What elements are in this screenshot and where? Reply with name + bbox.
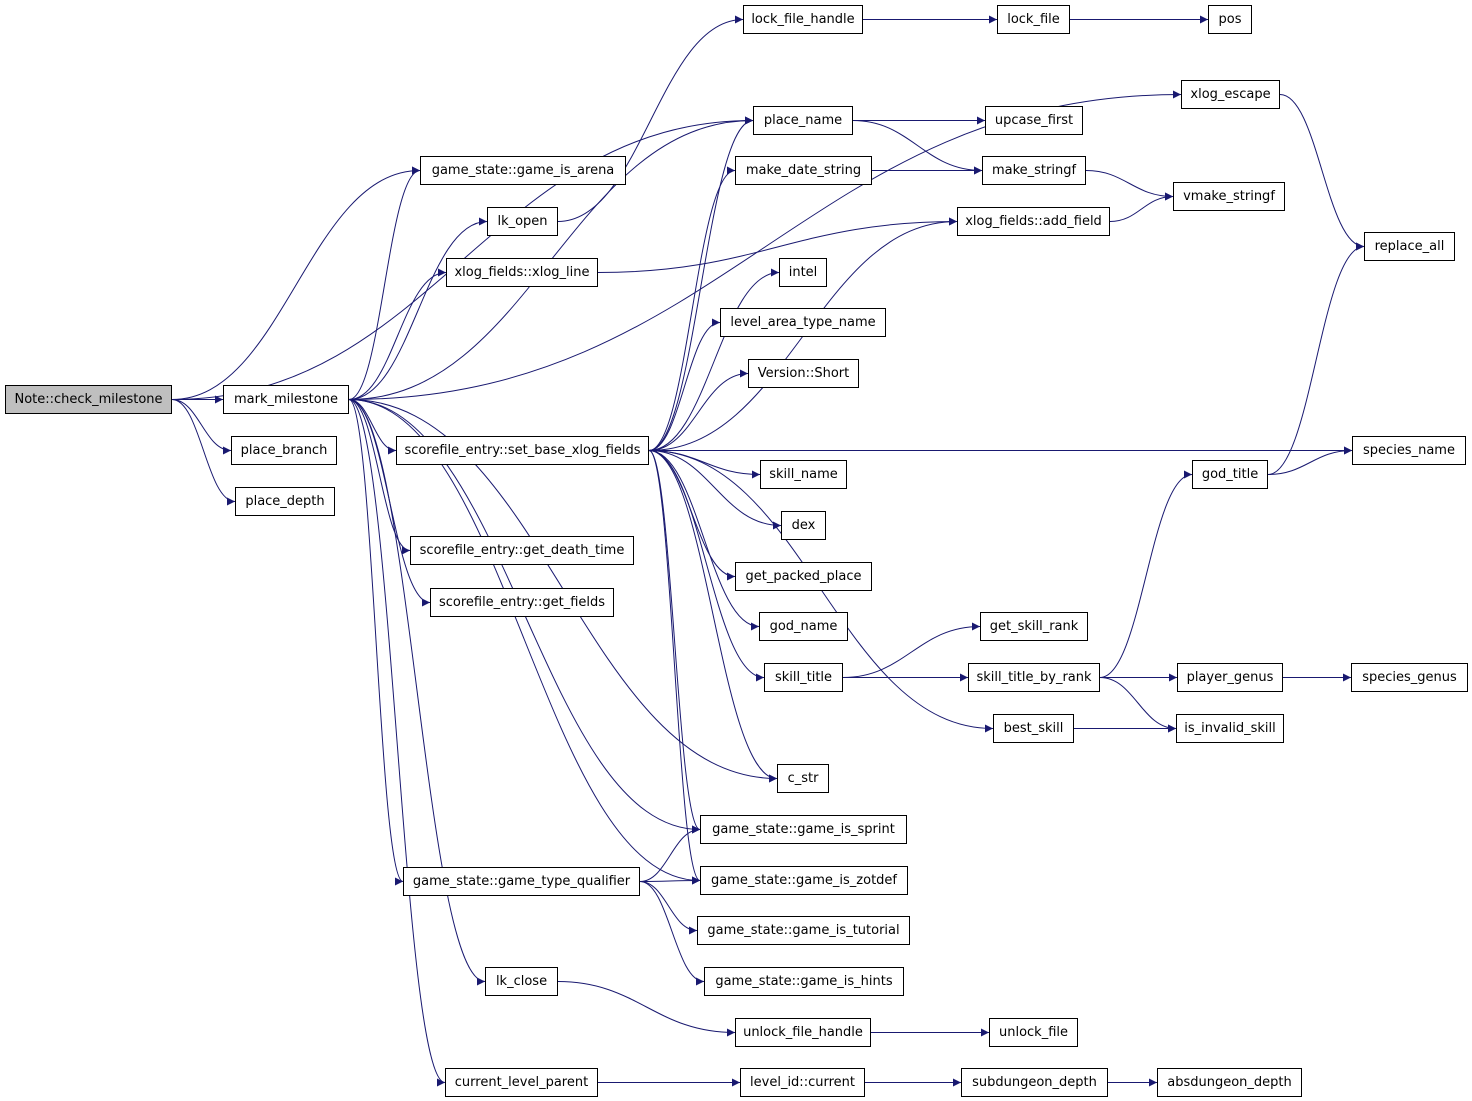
node-game-is-hints[interactable]: game_state::game_is_hints	[704, 967, 904, 996]
node-level-area-type-name[interactable]: level_area_type_name	[720, 308, 886, 337]
node-get-skill-rank[interactable]: get_skill_rank	[980, 612, 1088, 641]
node-upcase-first[interactable]: upcase_first	[985, 106, 1083, 135]
edge-check-milestone-to-game-is-arena	[171, 166, 421, 400]
node-mark-milestone[interactable]: mark_milestone	[223, 385, 349, 414]
node-lock-file-handle[interactable]: lock_file_handle	[743, 5, 863, 34]
edge-game-type-qualifier-to-game-is-sprint	[639, 825, 701, 882]
node-get-packed-place[interactable]: get_packed_place	[735, 562, 872, 591]
edge-check-milestone-to-place-branch	[171, 399, 232, 455]
edge-set-base-xlog-fields-to-place-name	[648, 116, 754, 451]
node-skill-name[interactable]: skill_name	[760, 460, 847, 489]
node-lock-file[interactable]: lock_file	[997, 5, 1070, 34]
node-set-base-xlog-fields[interactable]: scorefile_entry::set_base_xlog_fields	[396, 436, 649, 465]
node-level-id-current[interactable]: level_id::current	[740, 1068, 865, 1097]
edge-set-base-xlog-fields-to-intel	[648, 268, 780, 451]
edge-lk-close-to-unlock-file-handle	[557, 981, 736, 1037]
node-lk-close[interactable]: lk_close	[485, 967, 558, 996]
node-species-genus[interactable]: species_genus	[1351, 663, 1468, 692]
edge-xlog-escape-to-replace-all	[1279, 94, 1365, 251]
node-check-milestone[interactable]: Note::check_milestone	[5, 385, 172, 414]
edge-mark-milestone-to-current-level-parent	[348, 399, 446, 1087]
node-game-is-arena[interactable]: game_state::game_is_arena	[420, 156, 626, 185]
edge-mark-milestone-to-lk-open	[348, 217, 488, 400]
edge-add-field-to-vmake-stringf	[1109, 192, 1174, 222]
edge-skill-title-to-get-skill-rank	[842, 622, 981, 678]
node-pos[interactable]: pos	[1208, 5, 1252, 34]
node-lk-open[interactable]: lk_open	[487, 207, 558, 236]
edge-mark-milestone-to-game-type-qualifier	[348, 399, 404, 886]
node-dex[interactable]: dex	[781, 511, 826, 540]
node-skill-title[interactable]: skill_title	[764, 663, 843, 692]
edge-mark-milestone-to-xlog-escape	[348, 90, 1182, 400]
edge-game-type-qualifier-to-game-is-hints	[639, 881, 705, 986]
node-species-name[interactable]: species_name	[1352, 436, 1466, 465]
edge-place-name-to-make-stringf	[852, 120, 983, 175]
edge-set-base-xlog-fields-to-skill-name	[648, 450, 761, 479]
node-place-branch[interactable]: place_branch	[231, 436, 337, 465]
node-absdungeon-depth[interactable]: absdungeon_depth	[1157, 1068, 1302, 1097]
node-unlock-file[interactable]: unlock_file	[989, 1018, 1078, 1047]
node-unlock-file-handle[interactable]: unlock_file_handle	[735, 1018, 871, 1047]
edge-mark-milestone-to-xlog-line	[348, 268, 447, 400]
edge-set-base-xlog-fields-to-c-str	[648, 450, 778, 783]
edge-mark-milestone-to-game-is-arena	[348, 166, 421, 400]
node-god-title[interactable]: god_title	[1192, 460, 1268, 489]
edge-mark-milestone-to-set-base-xlog-fields	[348, 399, 397, 455]
node-xlog-escape[interactable]: xlog_escape	[1181, 80, 1280, 109]
node-add-field[interactable]: xlog_fields::add_field	[957, 207, 1110, 236]
node-god-name[interactable]: god_name	[759, 612, 848, 641]
edge-check-milestone-to-place-depth	[171, 399, 236, 506]
edge-make-stringf-to-vmake-stringf	[1085, 170, 1174, 201]
edge-set-base-xlog-fields-to-make-date-string	[648, 166, 736, 451]
edge-set-base-xlog-fields-to-god-name	[648, 450, 760, 631]
edge-xlog-line-to-add-field	[597, 217, 958, 273]
node-best-skill[interactable]: best_skill	[993, 714, 1074, 743]
edge-lk-open-to-lock-file-handle	[557, 15, 744, 222]
edge-set-base-xlog-fields-to-dex	[648, 450, 782, 530]
node-version-short[interactable]: Version::Short	[748, 359, 859, 388]
node-game-type-qualifier[interactable]: game_state::game_type_qualifier	[403, 867, 640, 896]
node-c-str[interactable]: c_str	[777, 764, 829, 793]
edge-game-type-qualifier-to-game-is-zotdef	[639, 876, 701, 885]
node-player-genus[interactable]: player_genus	[1177, 663, 1283, 692]
node-xlog-line[interactable]: xlog_fields::xlog_line	[446, 258, 598, 287]
node-place-name[interactable]: place_name	[753, 106, 853, 135]
node-game-is-tutorial[interactable]: game_state::game_is_tutorial	[697, 916, 910, 945]
edge-set-base-xlog-fields-to-version-short	[648, 369, 749, 451]
edge-set-base-xlog-fields-to-skill-title	[648, 450, 765, 682]
node-is-invalid-skill[interactable]: is_invalid_skill	[1176, 714, 1284, 743]
node-get-fields[interactable]: scorefile_entry::get_fields	[430, 588, 614, 617]
node-vmake-stringf[interactable]: vmake_stringf	[1173, 182, 1285, 211]
node-get-death-time[interactable]: scorefile_entry::get_death_time	[410, 536, 634, 565]
edge-mark-milestone-to-game-is-zotdef	[348, 399, 701, 885]
node-replace-all[interactable]: replace_all	[1364, 232, 1455, 261]
node-game-is-sprint[interactable]: game_state::game_is_sprint	[700, 815, 907, 844]
edge-set-base-xlog-fields-to-game-is-zotdef	[648, 450, 701, 885]
node-make-stringf[interactable]: make_stringf	[982, 156, 1086, 185]
edge-game-type-qualifier-to-game-is-tutorial	[639, 881, 698, 935]
edge-god-title-to-replace-all	[1267, 242, 1365, 475]
node-game-is-zotdef[interactable]: game_state::game_is_zotdef	[700, 866, 908, 895]
edge-god-title-to-species-name	[1267, 446, 1353, 475]
edge-mark-milestone-to-lk-close	[348, 399, 486, 986]
edge-set-base-xlog-fields-to-game-is-sprint	[648, 450, 701, 834]
node-current-level-parent[interactable]: current_level_parent	[445, 1068, 598, 1097]
node-skill-title-by-rank[interactable]: skill_title_by_rank	[968, 663, 1100, 692]
node-intel[interactable]: intel	[779, 258, 827, 287]
edge-mark-milestone-to-get-death-time	[348, 399, 411, 555]
node-place-depth[interactable]: place_depth	[235, 487, 335, 516]
edge-skill-title-by-rank-to-is-invalid-skill	[1099, 677, 1177, 733]
edge-skill-title-by-rank-to-god-title	[1099, 470, 1193, 678]
node-subdungeon-depth[interactable]: subdungeon_depth	[961, 1068, 1108, 1097]
edge-set-base-xlog-fields-to-level-area-type-name	[648, 318, 721, 451]
node-make-date-string[interactable]: make_date_string	[735, 156, 872, 185]
